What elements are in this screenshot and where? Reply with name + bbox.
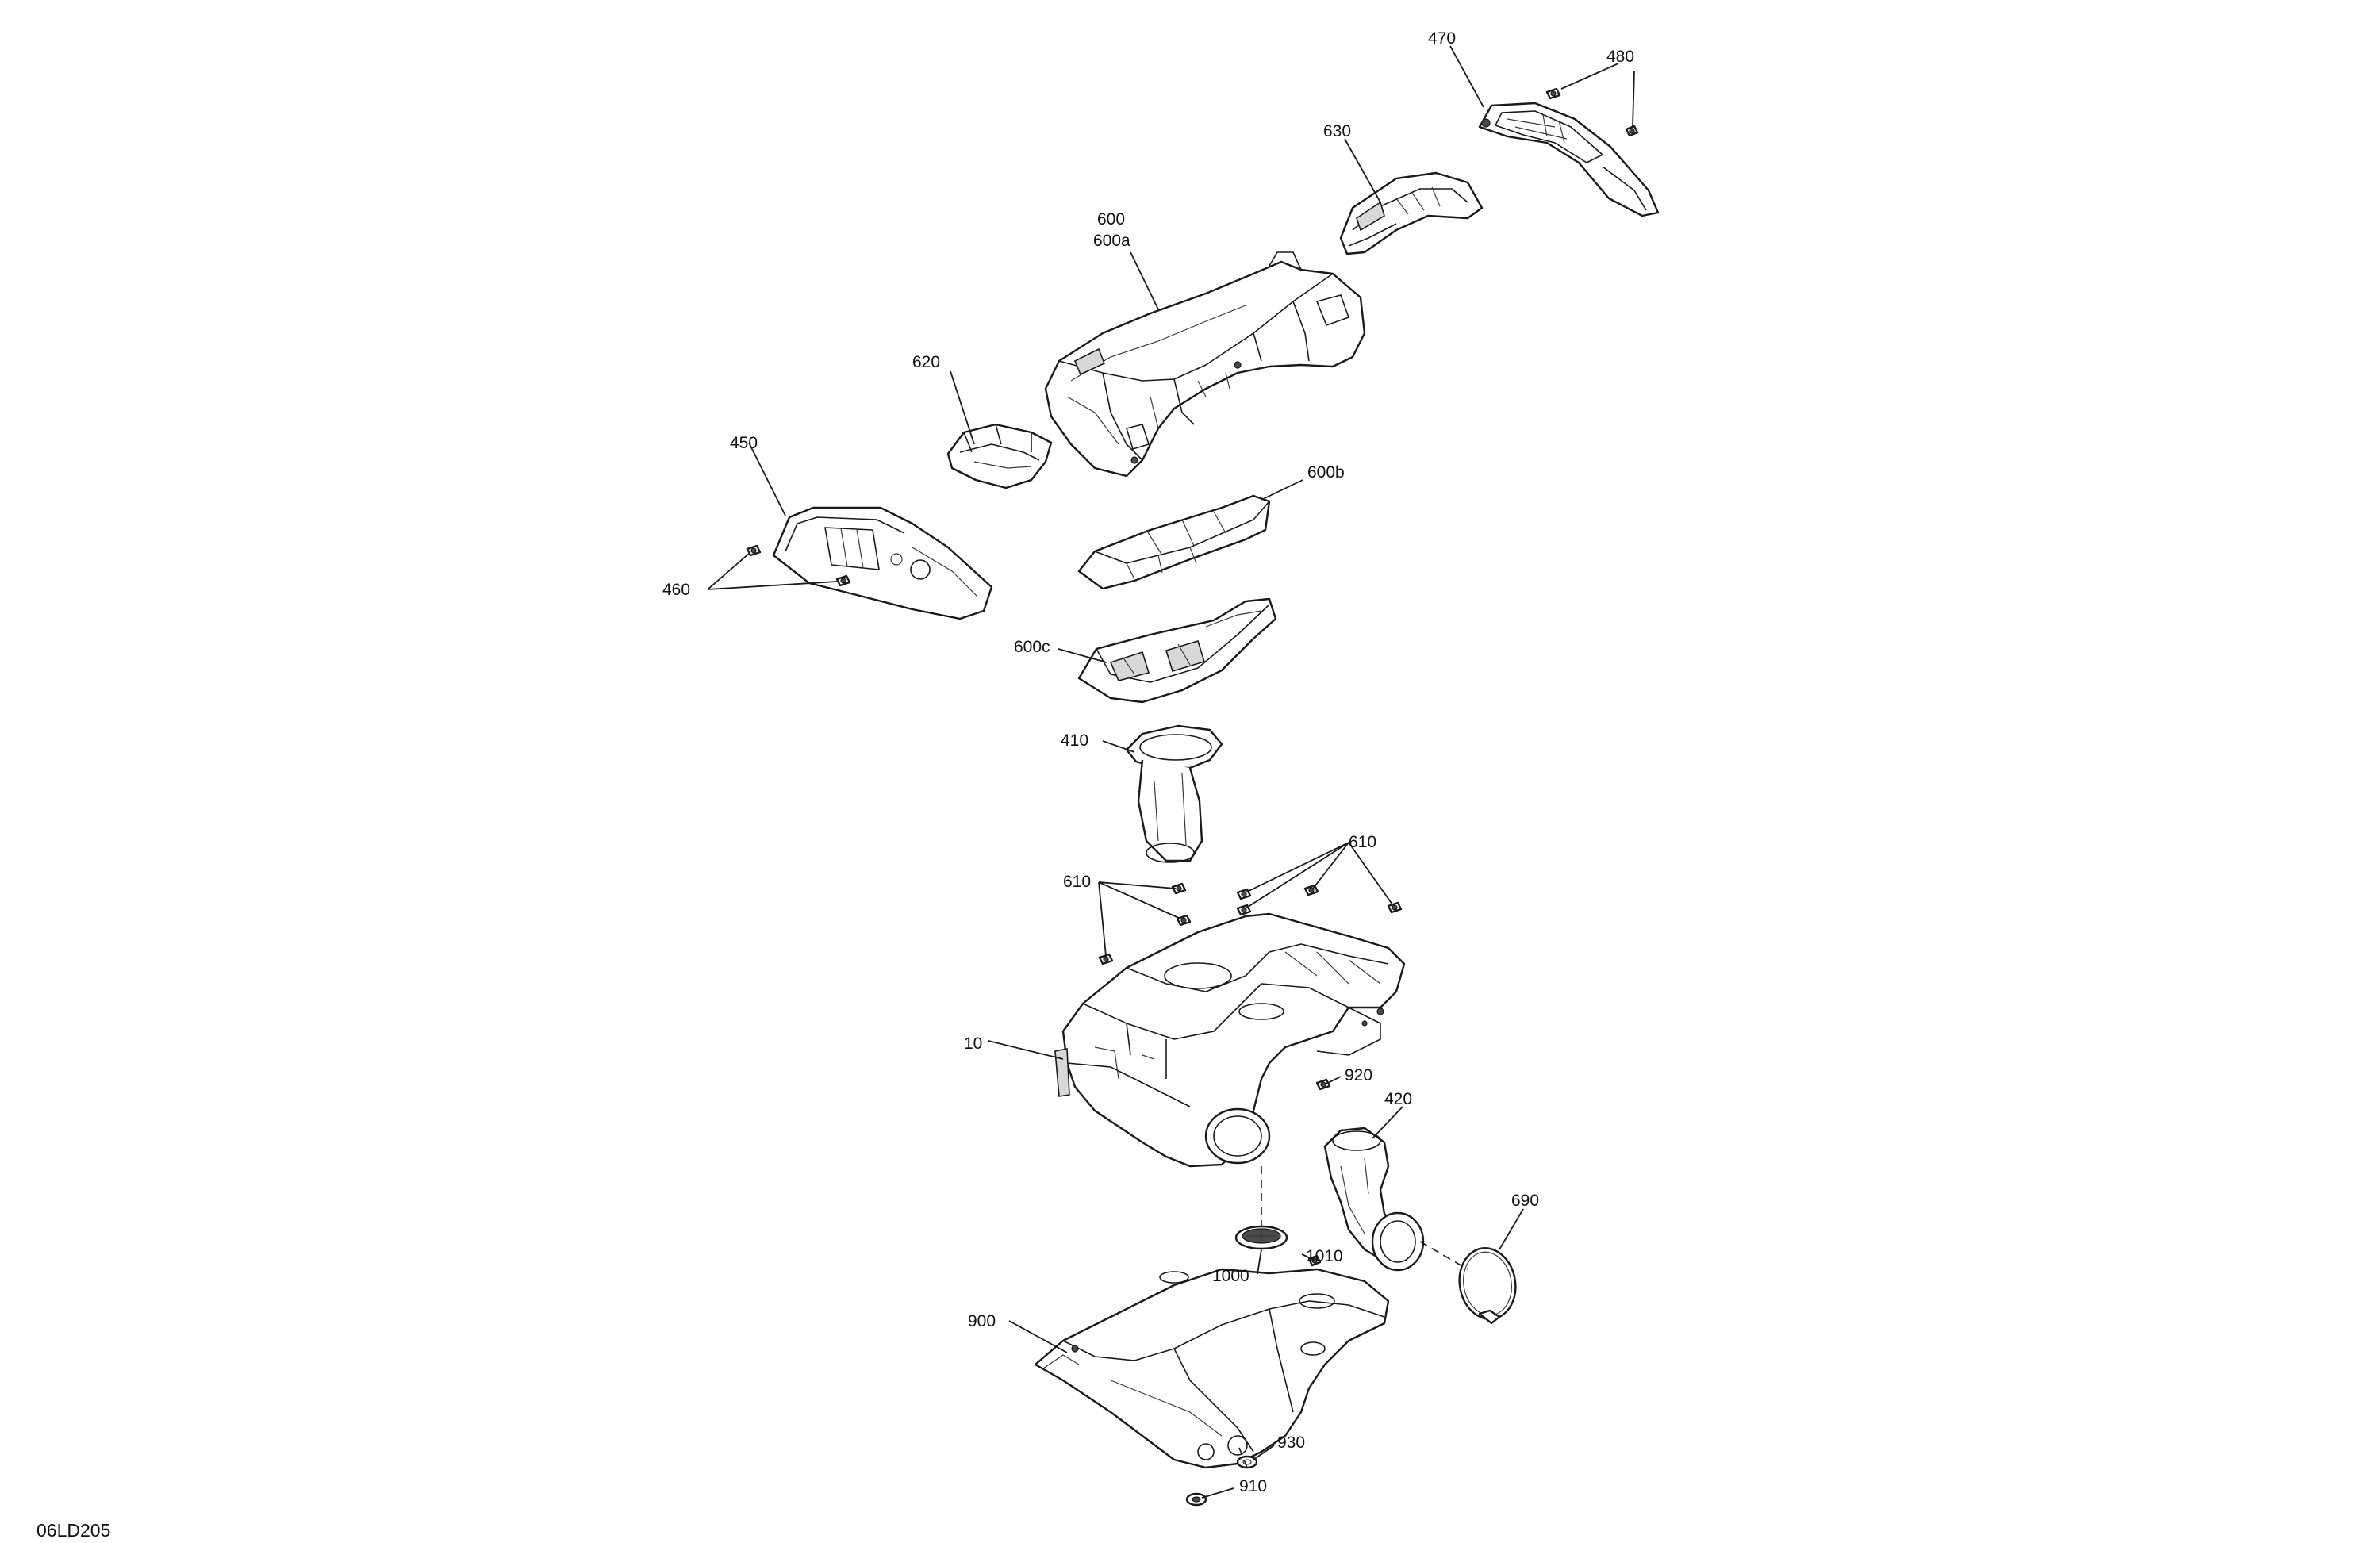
label-480: 480 <box>1606 48 1634 66</box>
label-600: 600 <box>1097 210 1125 228</box>
part-450-side-panel-left <box>772 506 993 620</box>
label-10: 10 <box>964 1034 982 1053</box>
label-610-right: 610 <box>1349 833 1376 851</box>
label-900: 900 <box>968 1312 996 1330</box>
label-420: 420 <box>1384 1090 1412 1108</box>
washer-910 <box>1185 1492 1207 1507</box>
label-600c: 600c <box>1014 638 1050 656</box>
fastener-920 <box>1315 1078 1331 1091</box>
label-460: 460 <box>662 581 690 599</box>
assembly-axes <box>1237 1166 1468 1468</box>
fastener-1010 <box>1307 1254 1322 1267</box>
label-610-left: 610 <box>1063 873 1091 891</box>
part-600b-air-filter <box>1077 494 1271 590</box>
part-900-base-plate <box>1034 1268 1390 1469</box>
label-410: 410 <box>1061 731 1088 750</box>
part-690-clamp <box>1458 1247 1517 1325</box>
callout-labels: 470 480 630 600 600a 620 450 600b 460 60… <box>36 29 1634 1541</box>
label-1010: 1010 <box>1306 1247 1343 1265</box>
leader-lines <box>707 45 1635 1499</box>
label-470: 470 <box>1428 29 1456 48</box>
part-470-side-panel-right <box>1478 102 1660 217</box>
label-690: 690 <box>1511 1192 1539 1210</box>
part-600c-filter-frame <box>1077 597 1277 704</box>
part-600-airbox-housing <box>1044 251 1366 478</box>
label-930: 930 <box>1277 1434 1305 1452</box>
label-600b: 600b <box>1307 463 1345 482</box>
part-630-upper-duct <box>1339 171 1484 255</box>
fasteners-480 <box>1545 87 1639 137</box>
part-1000-cover <box>1234 1225 1288 1250</box>
label-620: 620 <box>912 353 940 371</box>
label-920: 920 <box>1345 1066 1372 1084</box>
part-420-elbow-duct <box>1323 1127 1425 1272</box>
label-910: 910 <box>1239 1477 1267 1495</box>
part-410-intake-tube <box>1125 724 1223 863</box>
label-600a: 600a <box>1093 232 1130 250</box>
diagram-reference-code: 06LD205 <box>36 1520 110 1541</box>
label-1000: 1000 <box>1212 1267 1250 1285</box>
label-450: 450 <box>730 434 758 452</box>
part-620-small-duct <box>946 423 1053 489</box>
label-630: 630 <box>1323 122 1351 140</box>
part-10-lower-airbox <box>1054 912 1406 1168</box>
